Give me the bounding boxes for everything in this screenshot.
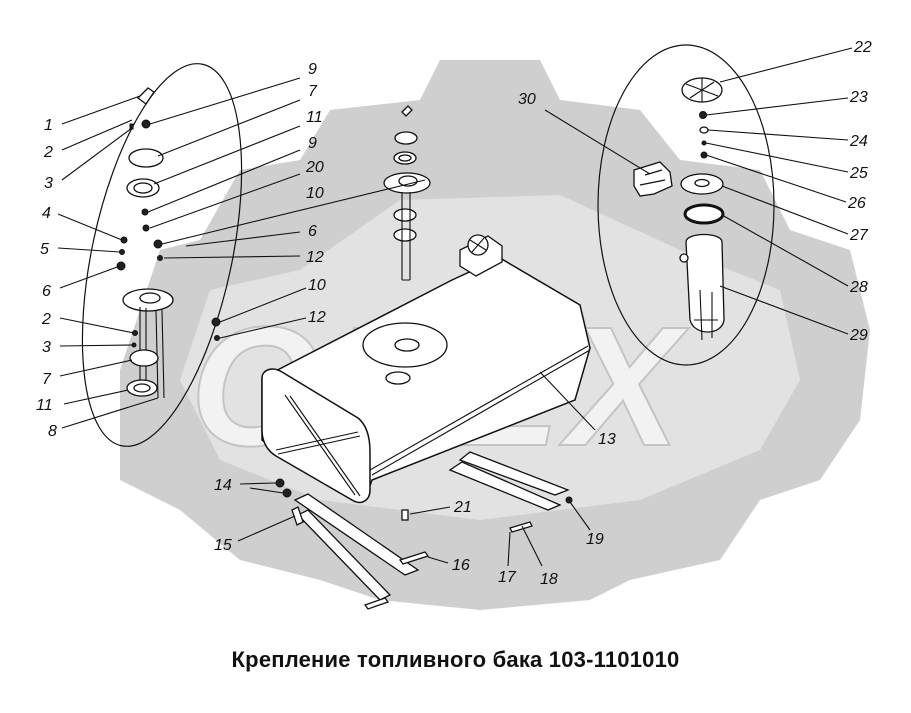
callout-20: 20 xyxy=(305,159,324,176)
callout-3: 3 xyxy=(44,175,53,192)
tank-sender-spokes xyxy=(469,237,487,253)
tank-strap-right xyxy=(458,451,570,496)
callout-16: 16 xyxy=(452,557,470,574)
callout-1: 1 xyxy=(44,117,53,134)
fuel-tank xyxy=(261,234,591,610)
part-10-nut xyxy=(153,239,163,249)
part-14-nut-b xyxy=(282,488,292,498)
right-detail-ellipse xyxy=(597,44,775,366)
part-29-nub xyxy=(679,253,689,263)
part-10-nut-b xyxy=(211,317,221,327)
tank-strap-left-2 xyxy=(296,509,392,601)
callout-17: 17 xyxy=(498,569,517,586)
tank-end-face xyxy=(261,368,371,504)
part-sender-cap xyxy=(139,292,161,304)
part-21-plug xyxy=(401,509,409,521)
part-11-ring-b-hole xyxy=(133,383,151,393)
callout-27: 27 xyxy=(849,227,869,244)
part-9-nut xyxy=(141,119,151,129)
left-detail-ellipse xyxy=(81,63,243,447)
part-12-washer xyxy=(157,255,163,261)
callout-14: 14 xyxy=(214,477,232,494)
callout-11b: 11 xyxy=(36,397,53,414)
part-18-bolt xyxy=(509,521,533,533)
callout-26: 26 xyxy=(847,195,866,212)
callout-7: 7 xyxy=(308,83,318,100)
left-parts xyxy=(116,87,221,399)
callout-7b: 7 xyxy=(42,371,52,388)
tank-filler-plate-hole xyxy=(394,338,420,352)
callout-13: 13 xyxy=(598,431,616,448)
callout-19: 19 xyxy=(586,531,604,548)
filler-key xyxy=(401,105,413,117)
callout-21: 21 xyxy=(453,499,472,516)
filler-ring-2 xyxy=(393,228,417,242)
part-5-washer xyxy=(119,249,125,255)
callout-8: 8 xyxy=(48,423,57,440)
part-7-gasket xyxy=(128,148,164,168)
part-28-ring xyxy=(683,203,725,225)
part-12-washer-b xyxy=(214,335,220,341)
tank-strap-hook xyxy=(363,597,390,610)
callout-22: 22 xyxy=(853,39,872,56)
part-25-pin xyxy=(701,140,707,146)
part-6-nut xyxy=(116,261,126,271)
callout-28: 28 xyxy=(849,279,868,296)
callout-9: 9 xyxy=(308,61,317,78)
tank-end-cross xyxy=(275,394,361,497)
callout-9b: 9 xyxy=(308,135,317,152)
callout-labels: 1 2 3 4 5 6 2 3 7 11 8 9 7 11 9 20 10 6 … xyxy=(36,39,872,588)
filler-ring-hole xyxy=(398,154,412,162)
part-9-nut-b xyxy=(141,208,149,216)
callout-11: 11 xyxy=(306,109,323,126)
callout-2: 2 xyxy=(43,144,53,161)
callout-25: 25 xyxy=(849,165,868,182)
part-15-hook xyxy=(291,506,304,526)
part-23-nut xyxy=(699,111,707,119)
callout-5: 5 xyxy=(40,241,49,258)
part-7-gasket-b xyxy=(129,349,159,367)
callout-3b: 3 xyxy=(42,339,51,356)
callout-10: 10 xyxy=(306,185,324,202)
part-20-bolt xyxy=(142,224,150,232)
part-29-filter-lines xyxy=(694,289,718,341)
callout-12b: 12 xyxy=(308,309,326,326)
tank-strap-right-2 xyxy=(448,461,562,511)
callout-6b: 6 xyxy=(308,223,317,240)
callout-23: 23 xyxy=(849,89,868,106)
part-27-gasket-hole xyxy=(694,178,710,188)
callout-6: 6 xyxy=(42,283,51,300)
callout-18: 18 xyxy=(540,571,558,588)
part-29-filter xyxy=(685,233,725,333)
callout-12: 12 xyxy=(306,249,324,266)
tank-drain-ring xyxy=(385,371,411,385)
filler-gasket xyxy=(393,208,417,222)
callout-10b: 10 xyxy=(308,277,326,294)
callout-15: 15 xyxy=(214,537,232,554)
part-24-washer xyxy=(699,126,709,134)
filler-stack xyxy=(383,105,431,281)
callout-30: 30 xyxy=(518,91,536,108)
callout-29: 29 xyxy=(849,327,868,344)
callout-2b: 2 xyxy=(41,311,51,328)
filler-cap xyxy=(394,131,418,145)
callout-4: 4 xyxy=(42,205,51,222)
callout-24: 24 xyxy=(849,133,868,150)
part-22-spokes xyxy=(685,78,719,102)
tank-seam xyxy=(369,345,591,476)
tank-strap-left xyxy=(293,493,420,576)
diagram-title: Крепление топливного бака 103-1101010 xyxy=(231,647,680,672)
part-14-nut-a xyxy=(275,478,285,488)
right-parts xyxy=(679,77,725,341)
part-1-clip xyxy=(137,87,155,105)
part-19-nut xyxy=(565,496,573,504)
strap-bolt-16 xyxy=(398,551,430,565)
filler-tube xyxy=(401,192,411,281)
part-11-ring-hole xyxy=(133,182,153,194)
leader-lines xyxy=(57,47,853,567)
